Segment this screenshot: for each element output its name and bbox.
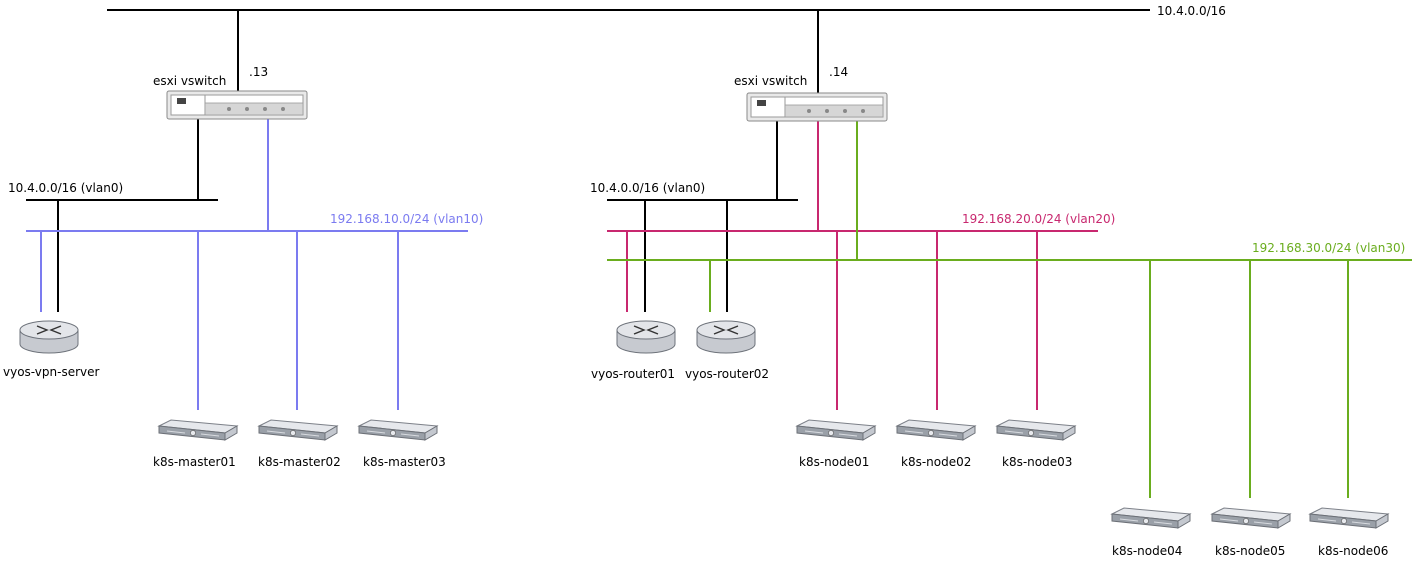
server-k8s-node06-label: k8s-node06	[1318, 544, 1388, 558]
right-vlan0-label: 10.4.0.0/16 (vlan0)	[590, 181, 705, 195]
left-vlan0-links	[26, 119, 218, 312]
right-vlan0-links	[607, 119, 798, 312]
server-k8s-node05[interactable]: k8s-node05	[1211, 507, 1291, 558]
router-icon	[696, 320, 756, 354]
switch-icon	[166, 90, 308, 120]
server-k8s-node01-label: k8s-node01	[799, 455, 869, 469]
vlan30-links	[607, 119, 1412, 498]
vlan20-label: 192.168.20.0/24 (vlan20)	[962, 212, 1115, 226]
switch-left-suffix: .13	[249, 65, 268, 79]
router-02-label: vyos-router02	[685, 367, 769, 381]
vlan10-links	[26, 119, 468, 410]
server-k8s-node04[interactable]: k8s-node04	[1111, 507, 1191, 558]
server-icon	[1111, 507, 1191, 529]
switch-icon	[746, 92, 888, 122]
left-vlan0-label: 10.4.0.0/16 (vlan0)	[8, 181, 123, 195]
router-01-label: vyos-router01	[591, 367, 675, 381]
server-k8s-node03[interactable]: k8s-node03	[996, 419, 1076, 469]
switch-left-label: esxi vswitch	[153, 74, 226, 88]
top-backbone	[107, 9, 1150, 93]
server-k8s-master02-label: k8s-master02	[258, 455, 341, 469]
router-icon	[616, 320, 676, 354]
top-network-label: 10.4.0.0/16	[1157, 4, 1226, 18]
server-icon	[258, 419, 338, 441]
server-k8s-node04-label: k8s-node04	[1112, 544, 1182, 558]
switch-right[interactable]: esxi vswitch .14	[734, 65, 888, 122]
server-k8s-master01-label: k8s-master01	[153, 455, 236, 469]
server-icon	[796, 419, 876, 441]
switch-right-suffix: .14	[829, 65, 848, 79]
router-vpn-server-label: vyos-vpn-server	[3, 365, 100, 379]
server-icon	[1211, 507, 1291, 529]
vlan20-links	[607, 119, 1098, 410]
server-icon	[896, 419, 976, 441]
vlan10-label: 192.168.10.0/24 (vlan10)	[330, 212, 483, 226]
server-k8s-node02[interactable]: k8s-node02	[896, 419, 976, 469]
server-k8s-node01[interactable]: k8s-node01	[796, 419, 876, 469]
router-02[interactable]: vyos-router02	[685, 320, 769, 381]
server-icon	[1309, 507, 1389, 529]
server-k8s-node05-label: k8s-node05	[1215, 544, 1285, 558]
server-k8s-master01[interactable]: k8s-master01	[153, 419, 238, 469]
server-k8s-master03-label: k8s-master03	[363, 455, 446, 469]
switch-left[interactable]: esxi vswitch .13	[153, 65, 308, 120]
server-icon	[158, 419, 238, 441]
server-icon	[358, 419, 438, 441]
server-k8s-node03-label: k8s-node03	[1002, 455, 1072, 469]
server-k8s-master03[interactable]: k8s-master03	[358, 419, 446, 469]
router-icon	[19, 320, 79, 354]
switch-right-label: esxi vswitch	[734, 74, 807, 88]
vlan30-label: 192.168.30.0/24 (vlan30)	[1252, 241, 1405, 255]
router-01[interactable]: vyos-router01	[591, 320, 676, 381]
server-k8s-master02[interactable]: k8s-master02	[258, 419, 341, 469]
server-k8s-node02-label: k8s-node02	[901, 455, 971, 469]
router-vpn-server[interactable]: vyos-vpn-server	[3, 320, 100, 379]
server-k8s-node06[interactable]: k8s-node06	[1309, 507, 1389, 558]
server-icon	[996, 419, 1076, 441]
